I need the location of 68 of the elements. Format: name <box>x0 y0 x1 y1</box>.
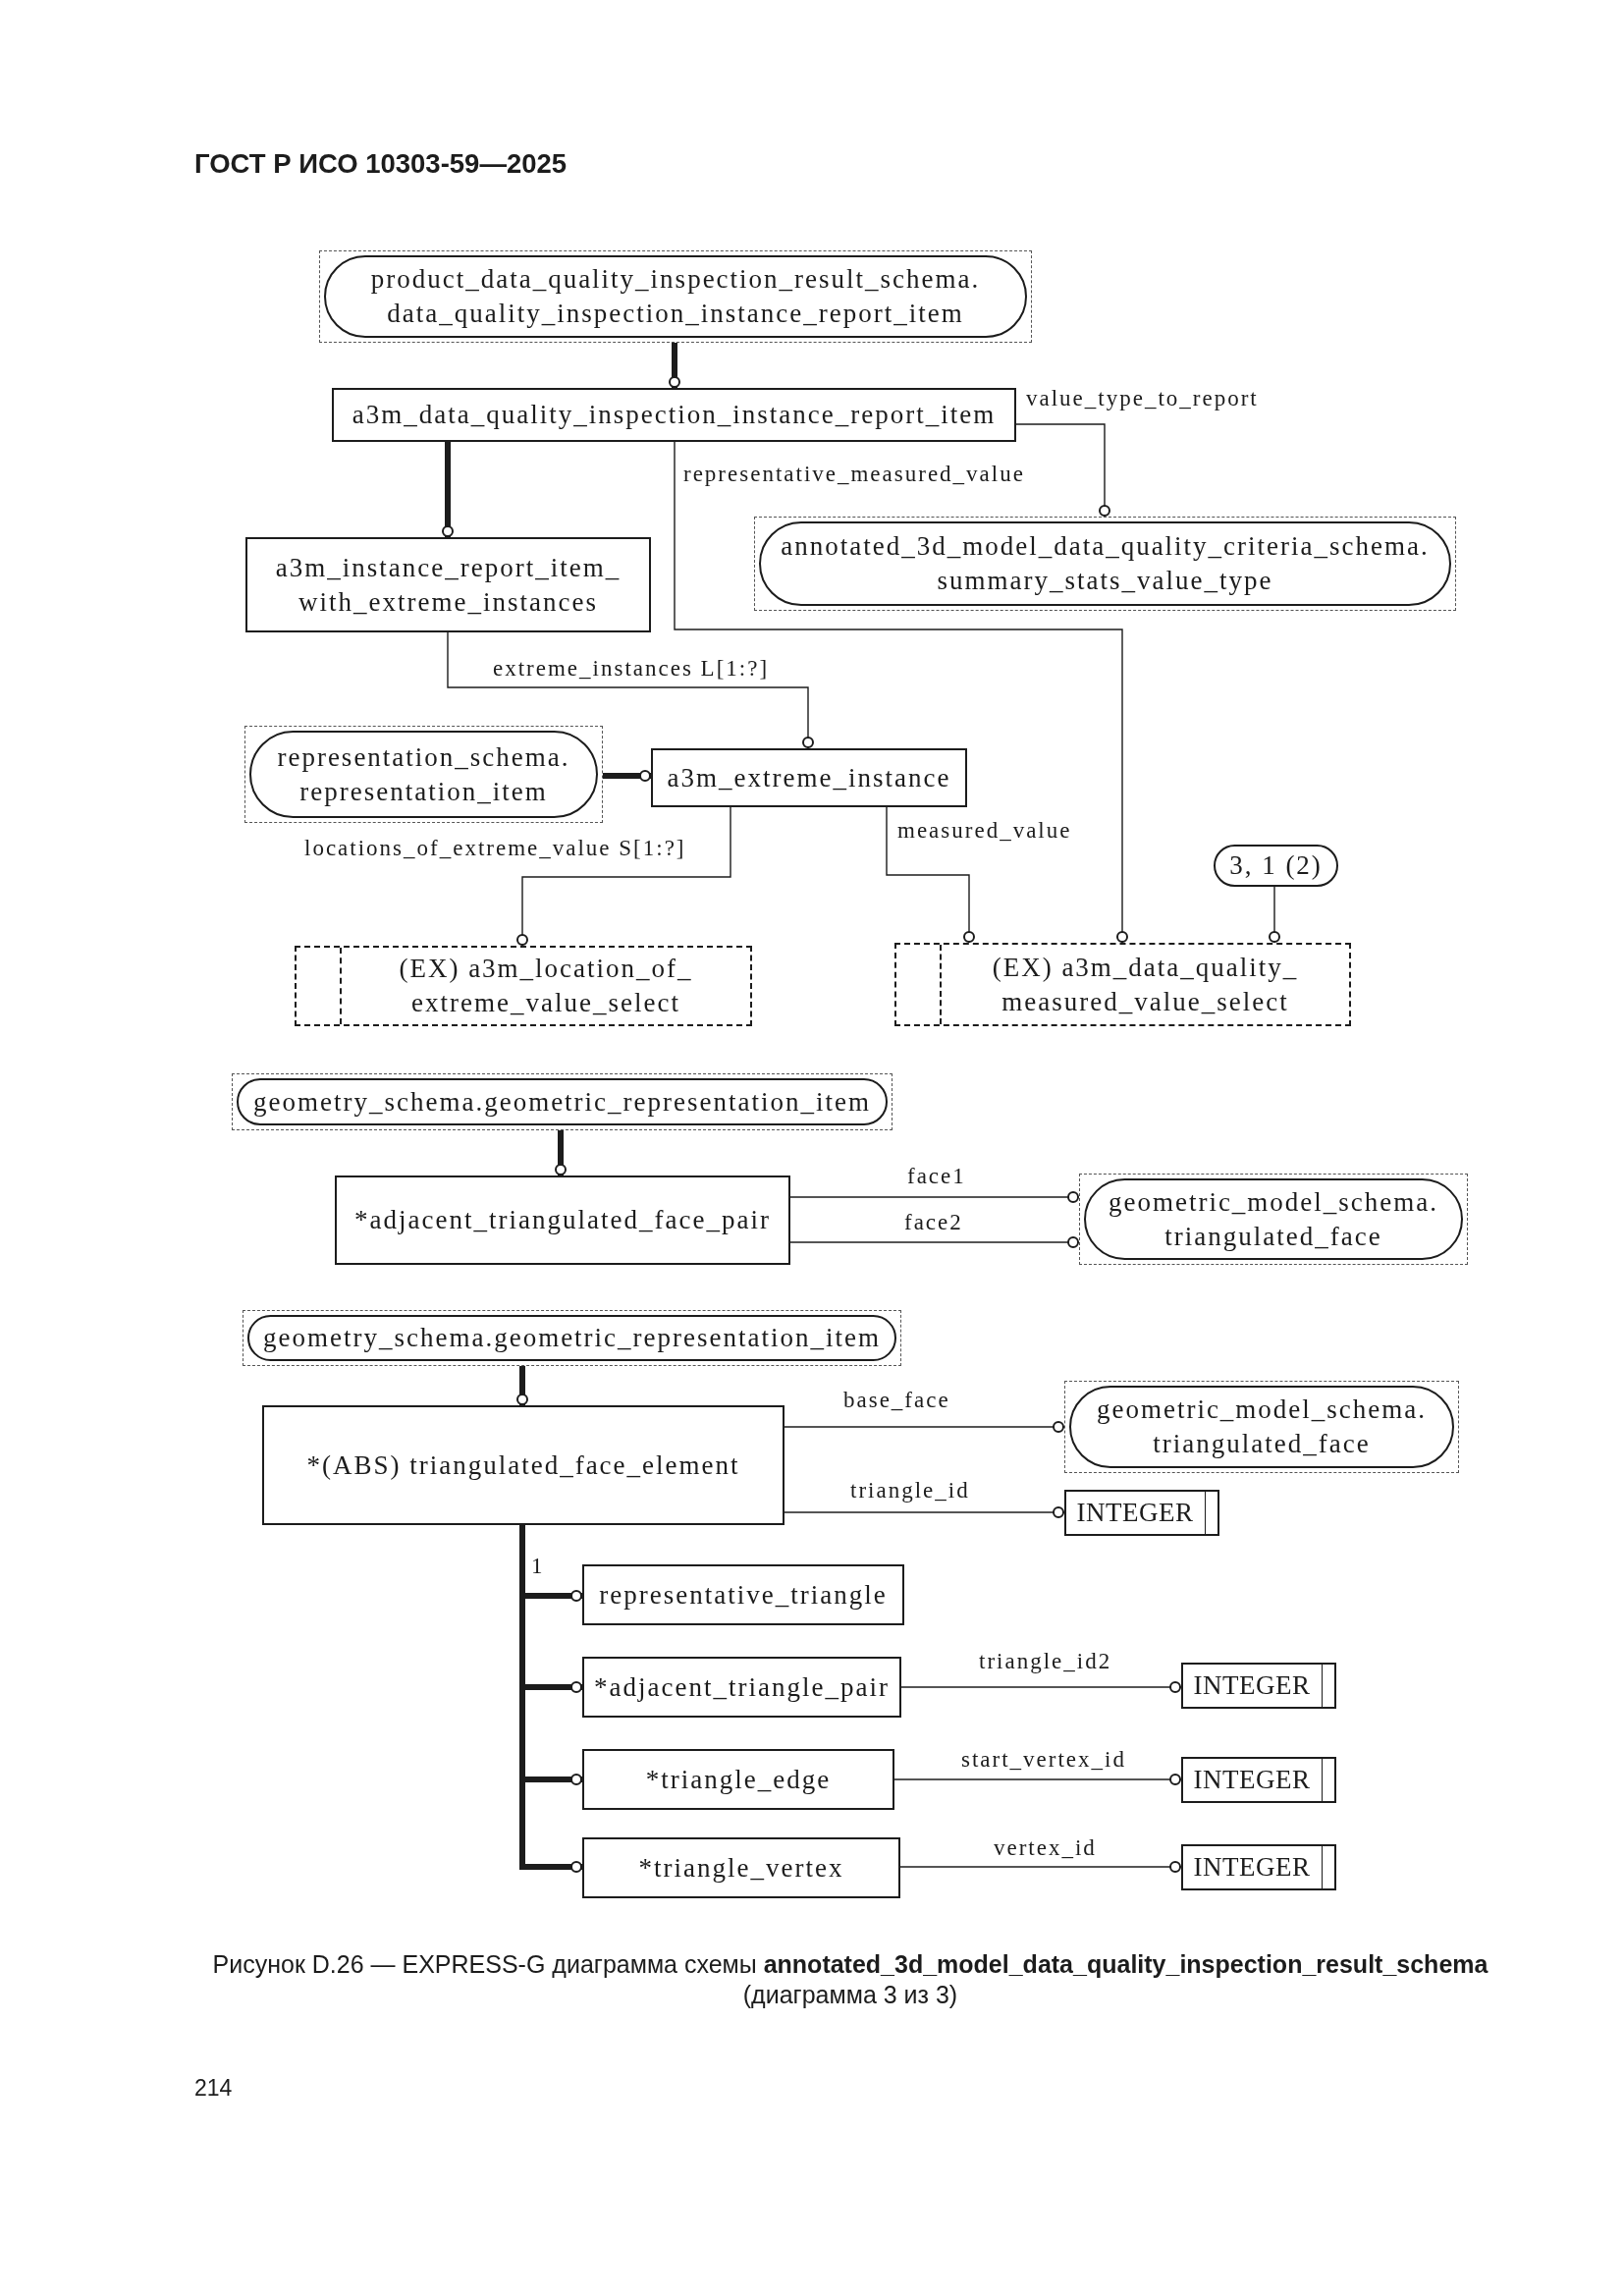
schema-reference-box <box>243 1310 901 1366</box>
relationship-line <box>784 1421 1065 1433</box>
simple-type-box <box>1181 1757 1336 1803</box>
reference-name: geometry_schema.geometric_representation_item <box>262 1322 881 1354</box>
relationship-line <box>1015 423 1110 518</box>
select-type-box <box>894 943 1351 1026</box>
entity-box <box>262 1405 784 1525</box>
select-type-box <box>295 946 752 1026</box>
relationship-line <box>1269 886 1280 944</box>
relationship-line <box>784 1506 1065 1518</box>
figure-caption: Рисунок D.26 — EXPRESS-G диаграмма схемы annotated_3d_model_data_quality_inspection_result_schema (диаграмма 3 из 3) <box>211 1949 1489 2010</box>
entity-box <box>335 1175 790 1265</box>
entity-name: a3m_data_quality_inspection_instance_report_item <box>352 399 997 431</box>
page-number: 214 <box>194 2074 233 2102</box>
simple-type-box <box>1181 1663 1336 1709</box>
entity-box <box>245 537 651 632</box>
entity-name: *triangle_vertex <box>638 1851 844 1885</box>
schema-reference-box <box>1064 1381 1459 1473</box>
relationship-line <box>516 806 731 947</box>
reference-name: geometric_model_schema. triangulated_face <box>1095 1394 1429 1460</box>
entity-box <box>582 1564 904 1625</box>
page-reference: 3, 1 (2) <box>1229 849 1323 882</box>
type-name: (EX) a3m_location_of_ extreme_value_select <box>398 953 694 1019</box>
schema-reference-box <box>319 250 1032 343</box>
reference-name: annotated_3d_model_data_quality_criteria_schema. summary_stats_value_type <box>780 530 1431 597</box>
subtype-line <box>516 1366 528 1405</box>
relationship-line <box>674 441 1128 944</box>
schema-reference-box <box>232 1073 893 1130</box>
entity-name: a3m_extreme_instance <box>667 761 951 794</box>
entity-box <box>582 1749 894 1810</box>
entity-name: *adjacent_triangulated_face_pair <box>354 1204 771 1236</box>
subtype-constraint-label: 1 <box>531 1554 543 1579</box>
schema-reference-box <box>754 517 1456 611</box>
subtype-line <box>669 343 680 388</box>
entity-name: representative_triangle <box>599 1578 888 1612</box>
entity-name: *adjacent_triangle_pair <box>594 1670 890 1704</box>
type-name: (EX) a3m_data_quality_ measured_value_select <box>991 951 1300 1018</box>
schema-reference-box <box>244 726 603 823</box>
schema-reference-box <box>1079 1174 1468 1265</box>
type-name: INTEGER <box>1193 1851 1311 1884</box>
reference-name: geometry_schema.geometric_representation_item <box>252 1085 871 1119</box>
subtype-line <box>555 1130 567 1175</box>
relationship-line <box>789 1191 1080 1203</box>
reference-name: geometric_model_schema. triangulated_face <box>1107 1185 1440 1253</box>
entity-box <box>651 748 967 807</box>
type-name: INTEGER <box>1193 1764 1311 1796</box>
entity-box <box>332 388 1016 442</box>
entity-box <box>582 1657 901 1718</box>
page-reference-pill <box>1214 845 1338 887</box>
type-name: INTEGER <box>1193 1669 1311 1702</box>
relationship-line <box>789 1236 1080 1248</box>
relationship-line <box>893 1774 1182 1785</box>
reference-name: representation_schema. representation_item <box>276 740 571 808</box>
relationship-line <box>900 1681 1182 1693</box>
subtype-line <box>603 770 651 782</box>
subtype-line <box>442 442 454 537</box>
type-name: INTEGER <box>1076 1497 1194 1529</box>
reference-name: product_data_quality_inspection_result_schema. data_quality_inspection_instance_report_item <box>369 263 982 330</box>
simple-type-box <box>1181 1844 1336 1890</box>
simple-type-box <box>1064 1490 1219 1536</box>
relationship-line <box>899 1861 1182 1873</box>
relationship-line <box>447 631 814 749</box>
entity-name: a3m_instance_report_item_ with_extreme_instances <box>274 551 622 619</box>
document-header: ГОСТ Р ИСО 10303-59—2025 <box>194 148 568 179</box>
entity-name: *(ABS) triangulated_face_element <box>306 1449 740 1482</box>
entity-name: *triangle_edge <box>645 1763 832 1796</box>
relationship-line <box>886 806 975 944</box>
entity-box <box>582 1837 900 1898</box>
